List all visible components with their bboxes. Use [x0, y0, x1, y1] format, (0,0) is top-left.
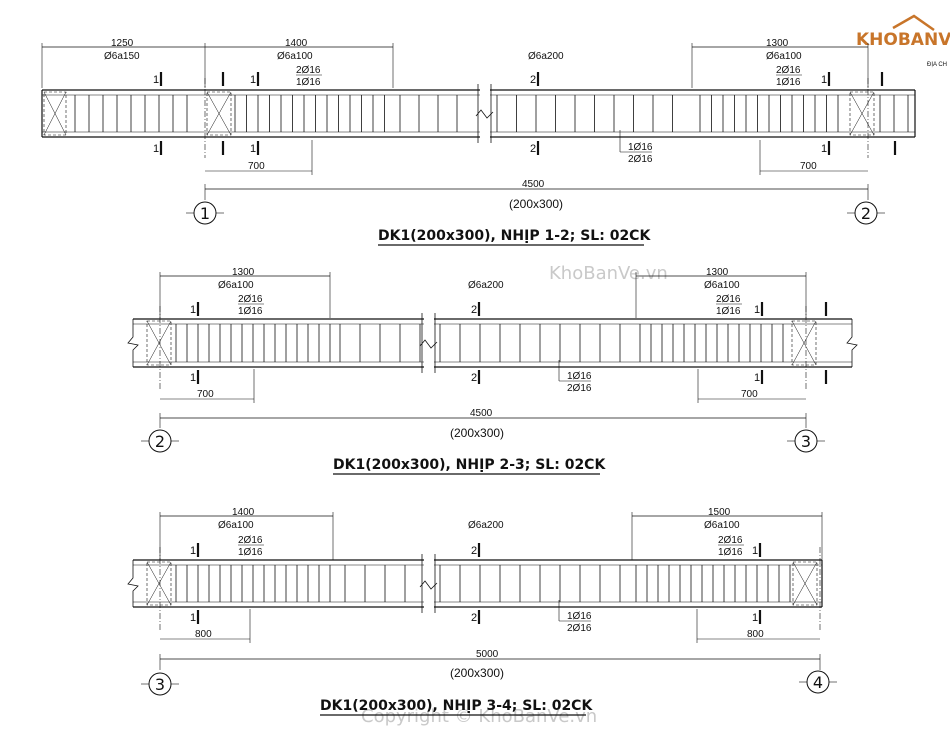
- cut-mark: 1: [153, 143, 159, 155]
- stirrup-mid: Ø6a200: [468, 280, 504, 291]
- top-bar-extra-label: 1Ø16: [238, 306, 263, 317]
- add-length-right: 700: [741, 389, 758, 400]
- beam-section: (200x300): [450, 666, 504, 680]
- bottom-bar-label: 1Ø16: [567, 611, 592, 622]
- cut-mark: 2: [471, 545, 477, 557]
- stirrup-dense-left: Ø6a100: [218, 520, 254, 531]
- axis-label-left: 3: [155, 675, 165, 694]
- axis-label-right: 3: [801, 432, 811, 451]
- cut-mark: 1: [752, 612, 758, 624]
- add-length-right: 700: [800, 161, 817, 172]
- dim-dense-left: 1300: [232, 267, 255, 278]
- cut-mark: 2: [471, 372, 477, 384]
- beam-section: (200x300): [450, 426, 504, 440]
- logo: KHOBANVE ĐỊA CH: [856, 14, 950, 68]
- span-dimension: 4500: [522, 179, 545, 190]
- dim-dense-left: 1400: [232, 507, 255, 518]
- stirrup-dense-left: Ø6a100: [218, 280, 254, 291]
- cut-mark: 1: [190, 545, 196, 557]
- axis-label-left: 2: [155, 432, 165, 451]
- bottom-bar-extra-label: 2Ø16: [628, 154, 653, 165]
- beam-section: (200x300): [509, 197, 563, 211]
- logo-side-text: ĐỊA CH: [927, 62, 947, 68]
- bottom-bar-label: 1Ø16: [628, 142, 653, 153]
- top-bar-label: 2Ø16: [238, 535, 263, 546]
- cut-mark: 1: [821, 74, 827, 86]
- stirrup-dense-left: Ø6a100: [277, 51, 313, 62]
- cut-mark: 1: [752, 545, 758, 557]
- stirrup-dense-right: Ø6a100: [704, 280, 740, 291]
- stirrup-left-zone: Ø6a150: [104, 51, 140, 62]
- cut-mark: 1: [754, 304, 760, 316]
- cut-mark: 1: [821, 143, 827, 155]
- beam-title: DK1(200x300), NHỊP 1-2; SL: 02CK: [378, 228, 651, 244]
- cut-mark: 2: [471, 304, 477, 316]
- cut-mark: 1: [190, 612, 196, 624]
- top-bar-label: 2Ø16: [238, 294, 263, 305]
- cut-mark: 2: [471, 612, 477, 624]
- cut-mark: 1: [190, 304, 196, 316]
- dim-dense-left: 1400: [285, 38, 308, 49]
- top-bar-label-right: 2Ø16: [716, 294, 741, 305]
- cut-mark: 1: [250, 74, 256, 86]
- beam-title: DK1(200x300), NHỊP 2-3; SL: 02CK: [333, 457, 606, 473]
- cut-mark: 2: [530, 74, 536, 86]
- stirrup-mid: Ø6a200: [528, 51, 564, 62]
- beam-title: DK1(200x300), NHỊP 3-4; SL: 02CK: [320, 698, 593, 714]
- bottom-bar-extra-label: 2Ø16: [567, 623, 592, 634]
- cut-mark: 1: [153, 74, 159, 86]
- top-bar-extra-label-right: 1Ø16: [718, 547, 743, 558]
- span-dimension: 4500: [470, 408, 493, 419]
- top-bar-label-right: 2Ø16: [776, 65, 801, 76]
- beam-detail-1: 1250 Ø6a150 1400 Ø6a100 Ø6a200 1300 Ø6a1…: [41, 38, 916, 246]
- axis-label-right: 2: [861, 204, 871, 223]
- watermark-center: KhoBanVe.vn: [549, 263, 668, 284]
- dim-dense-right: 1300: [766, 38, 789, 49]
- add-length-left: 700: [197, 389, 214, 400]
- bottom-bar-extra-label: 2Ø16: [567, 383, 592, 394]
- top-bar-label: 2Ø16: [296, 65, 321, 76]
- logo-roof-icon: [892, 14, 935, 32]
- bottom-bar-label: 1Ø16: [567, 371, 592, 382]
- beam-detail-2: 1300 Ø6a100 Ø6a200 1300 Ø6a100 2Ø16 1Ø16…: [127, 267, 858, 475]
- cut-mark: 1: [190, 372, 196, 384]
- dim-dense-right: 1300: [706, 267, 729, 278]
- top-bar-extra-label: 1Ø16: [238, 547, 263, 558]
- top-bar-extra-label-right: 1Ø16: [716, 306, 741, 317]
- dim-left-zone: 1250: [111, 38, 134, 49]
- add-length-right: 800: [747, 629, 764, 640]
- axis-label-left: 1: [200, 204, 210, 223]
- top-bar-extra-label: 1Ø16: [296, 77, 321, 88]
- add-length-left: 700: [248, 161, 265, 172]
- stirrup-dense-right: Ø6a100: [704, 520, 740, 531]
- beam-detail-3: 1400 Ø6a100 Ø6a200 1500 Ø6a100 2Ø16 1Ø16…: [127, 507, 837, 716]
- stirrup-mid: Ø6a200: [468, 520, 504, 531]
- stirrup-dense-right: Ø6a100: [766, 51, 802, 62]
- logo-text: KHOBANVE: [856, 30, 950, 50]
- cut-mark: 1: [754, 372, 760, 384]
- axis-label-right: 4: [813, 673, 823, 692]
- cut-mark: 1: [250, 143, 256, 155]
- add-length-left: 800: [195, 629, 212, 640]
- top-bar-label-right: 2Ø16: [718, 535, 743, 546]
- watermark-bottom: Copyright © KhoBanVe.vn: [361, 706, 597, 727]
- span-dimension: 5000: [476, 649, 499, 660]
- dim-dense-right: 1500: [708, 507, 731, 518]
- top-bar-extra-label-right: 1Ø16: [776, 77, 801, 88]
- cut-mark: 2: [530, 143, 536, 155]
